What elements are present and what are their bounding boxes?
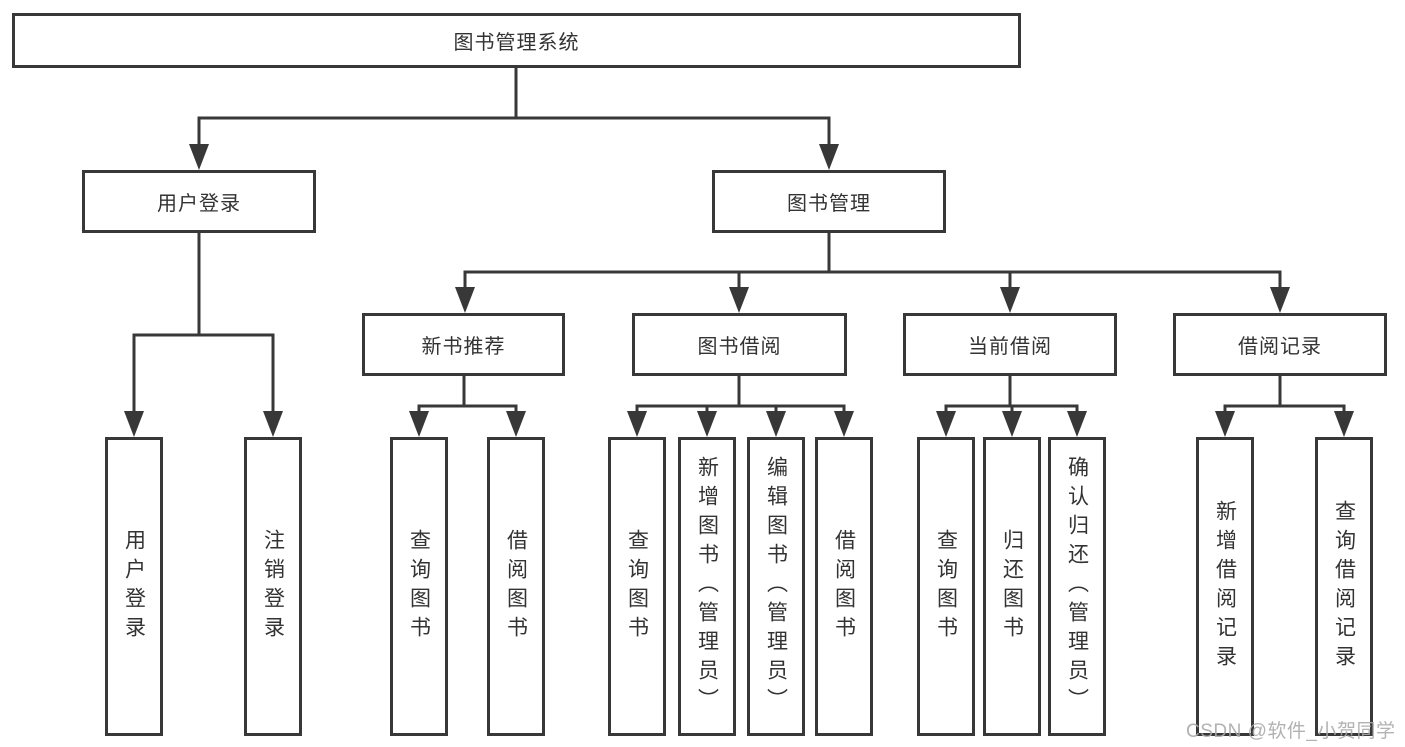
node-user-login-label: 用户登录 [157,193,241,215]
leaf-borrow-books: 借阅图书 [815,437,873,736]
csdn-watermark: CSDN @软件_小贺同学 [1186,721,1396,742]
leaf-recommend-borrow-books-label: 借阅图书 [504,528,528,645]
leaf-add-borrow-record: 新增借阅记录 [1196,437,1254,736]
node-user-login: 用户登录 [82,170,316,233]
node-new-book-recommend: 新书推荐 [362,313,565,376]
node-current-borrow-label: 当前借阅 [968,336,1052,358]
leaf-confirm-return-admin: 确认归还（管理员） [1048,437,1106,736]
node-root-system: 图书管理系统 [12,13,1021,68]
leaf-query-borrow-record-label: 查询借阅记录 [1332,499,1356,674]
leaf-edit-books-admin: 编辑图书（管理员） [747,437,805,736]
node-book-management-label: 图书管理 [787,193,871,215]
leaf-borrow-books-label: 借阅图书 [832,528,856,645]
leaf-logout-label: 注销登录 [261,528,285,645]
leaf-user-login: 用户登录 [105,437,163,736]
leaf-edit-books-admin-label: 编辑图书（管理员） [764,456,788,717]
node-borrow-records-label: 借阅记录 [1238,336,1322,358]
leaf-borrow-query-books: 查询图书 [608,437,666,736]
node-book-borrow-label: 图书借阅 [697,336,782,358]
leaf-logout: 注销登录 [244,437,302,736]
leaf-return-books: 归还图书 [983,437,1041,736]
node-current-borrow: 当前借阅 [903,313,1117,376]
node-book-borrow: 图书借阅 [632,313,847,376]
leaf-return-books-label: 归还图书 [1000,528,1024,645]
leaf-add-borrow-record-label: 新增借阅记录 [1213,499,1237,674]
node-book-management: 图书管理 [712,170,946,233]
leaf-recommend-borrow-books: 借阅图书 [487,437,545,736]
leaf-confirm-return-admin-label: 确认归还（管理员） [1065,456,1089,717]
node-root-system-label: 图书管理系统 [453,32,580,54]
leaf-add-books-admin: 新增图书（管理员） [678,437,736,736]
leaf-add-books-admin-label: 新增图书（管理员） [695,456,719,717]
leaf-current-query-books-label: 查询图书 [934,528,958,645]
leaf-query-borrow-record: 查询借阅记录 [1315,437,1373,736]
leaf-borrow-query-books-label: 查询图书 [625,528,649,645]
leaf-recommend-query-books-label: 查询图书 [407,528,431,645]
leaf-recommend-query-books: 查询图书 [390,437,448,736]
node-new-book-recommend-label: 新书推荐 [421,336,506,358]
leaf-current-query-books: 查询图书 [917,437,975,736]
leaf-user-login-label: 用户登录 [122,528,146,645]
node-borrow-records: 借阅记录 [1173,313,1387,376]
